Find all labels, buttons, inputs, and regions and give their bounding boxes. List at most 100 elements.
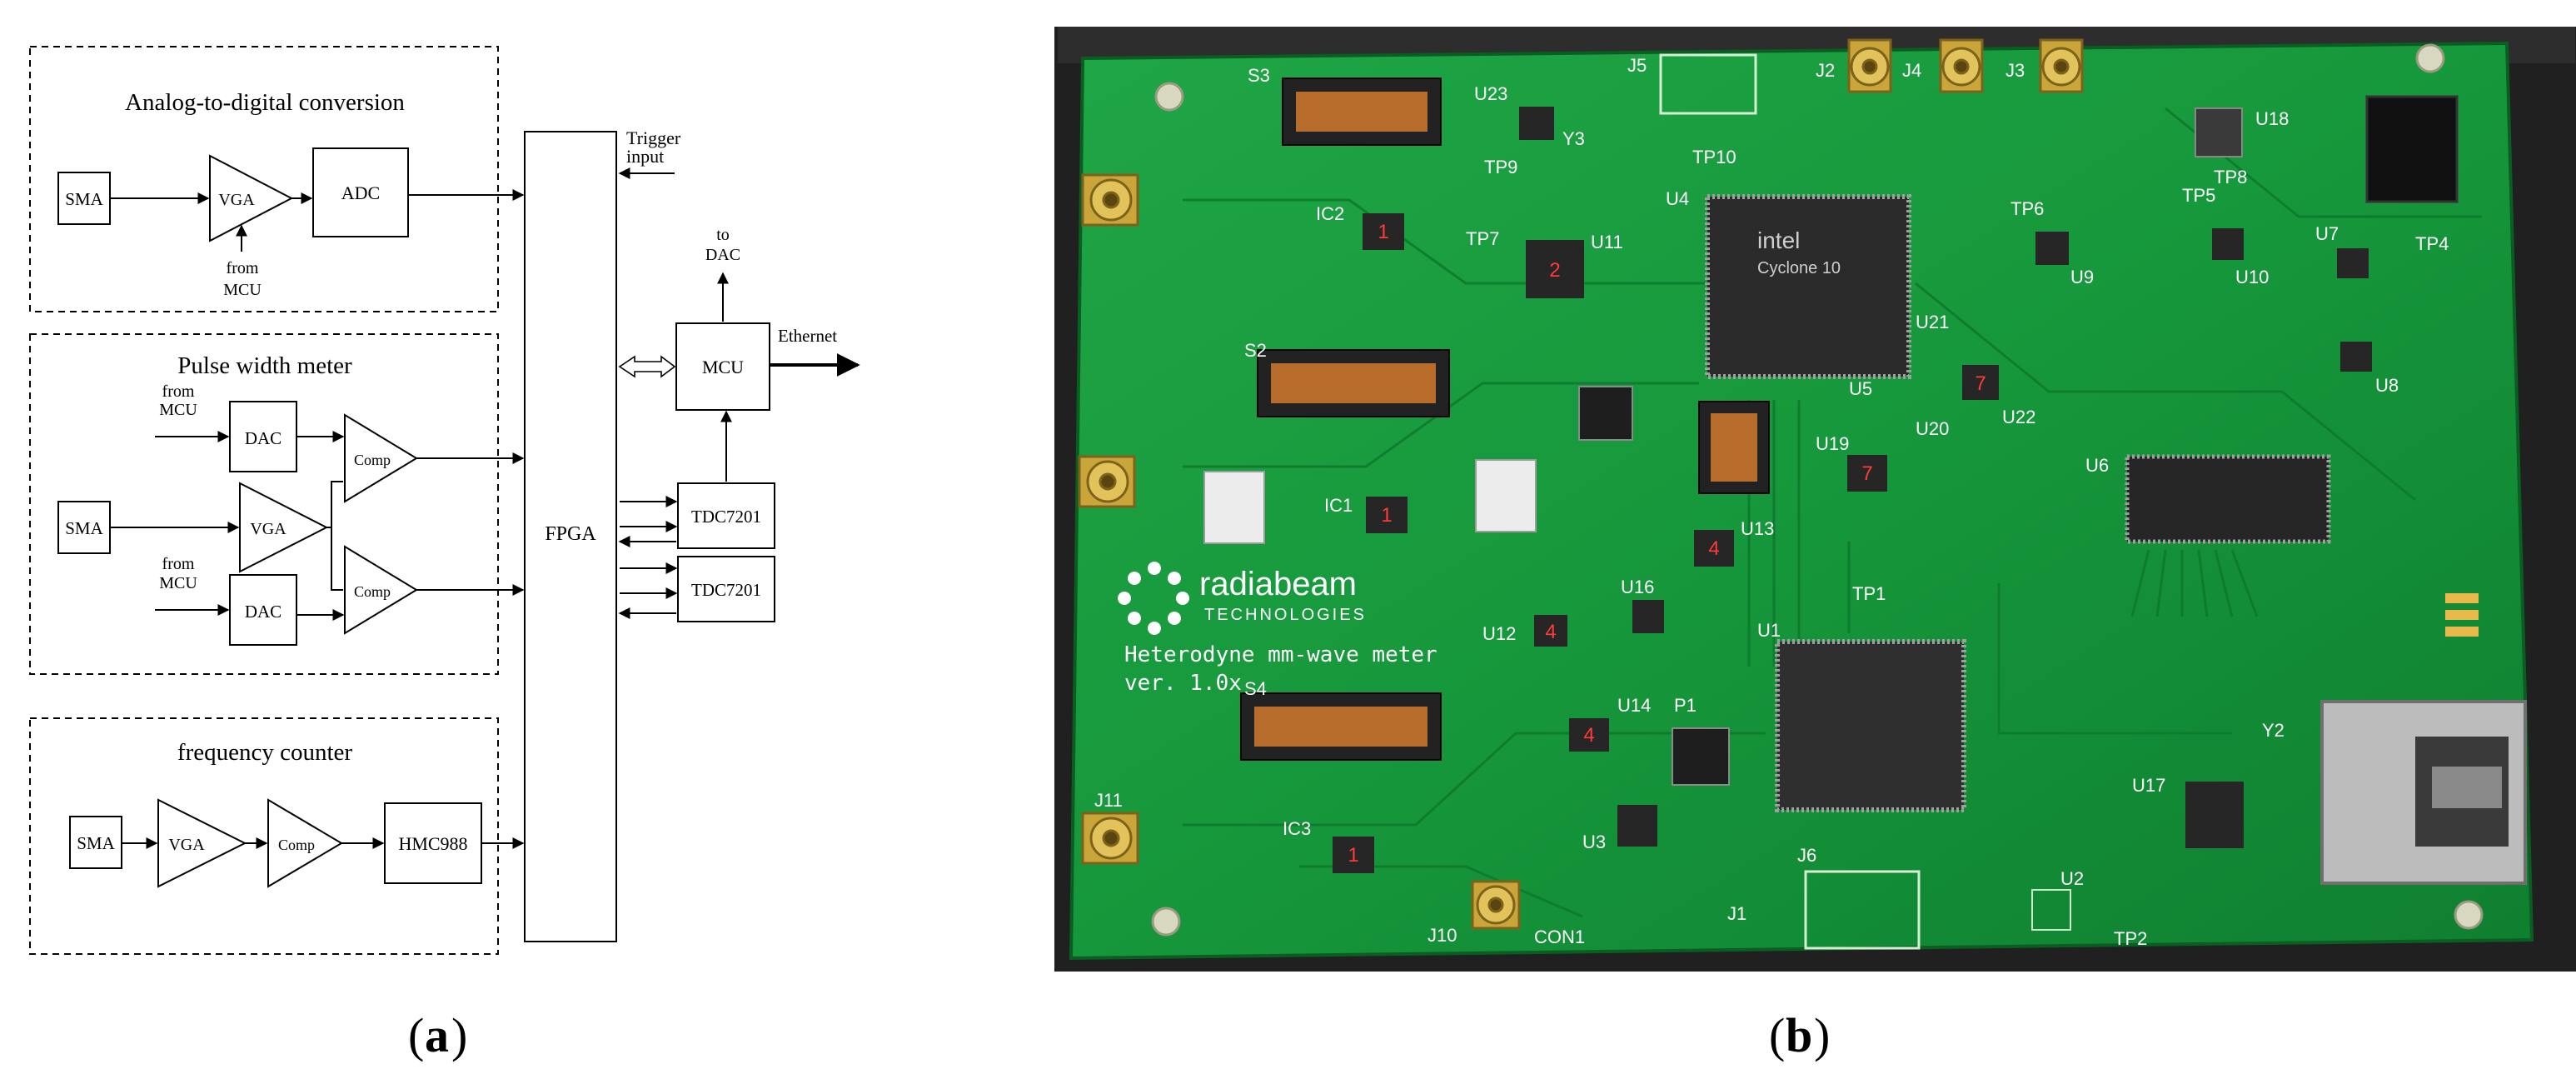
pushbutton-top [1578,386,1633,441]
comp-label-freq: Comp [278,837,315,853]
chip-u10 [2212,228,2244,260]
ethernet-label: Ethernet [778,326,837,346]
mark-u13: 4 [1708,537,1719,560]
ref-tp9: TP9 [1484,157,1517,177]
mcu-chip-u1 [1775,639,1966,812]
ref-j2: J2 [1816,60,1835,81]
ref-p1: P1 [1674,695,1697,716]
trigger-label: Trigger [626,127,681,148]
brand-name: radiabeam [1199,566,1357,602]
chip-u3 [1617,805,1657,847]
comp-triangle-1 [344,413,418,503]
ref-ic3: IC3 [1283,818,1311,839]
mounting-holes [1151,43,2484,937]
comp-triangle-freq [267,798,343,888]
ref-tp1: TP1 [1852,583,1886,604]
wire-vga-comps [326,481,343,591]
adc-label: ADC [341,182,380,203]
power-jack [2365,95,2459,203]
fpga-chip-u4 [1705,194,1911,379]
ref-j4: J4 [1902,60,1921,81]
tdc7201-label-2: TDC7201 [691,580,761,600]
tdc7201-block-1 [677,482,775,549]
mark-ic3: 1 [1348,844,1358,867]
chip-ic2 [1363,213,1404,250]
vga-label-pwm: VGA [250,520,286,538]
product-name: Heterodyne mm-wave meter [1124,642,1437,667]
from-label-pwm-2: from [162,555,195,573]
mark-ic2: 1 [1378,221,1388,243]
captions: ( a ) ( b ) [408,1008,1830,1062]
chip-u13 [1694,530,1734,567]
ref-j1: J1 [1727,903,1746,924]
ref-s2: S2 [1244,340,1267,361]
ref-u23: U23 [1474,83,1507,104]
ref-u16: U16 [1621,577,1654,597]
chip-markings: 1 2 1 1 4 4 4 7 7 [1348,221,1986,867]
to-label: to [716,226,730,244]
ref-u14: U14 [1617,695,1651,716]
ethernet-port-slot [2432,767,2502,808]
ref-u21: U21 [1916,312,1949,332]
sma-connector-j11 [1081,812,1139,865]
caption-b-letter: b [1786,1008,1812,1062]
ref-u2: U2 [2060,868,2084,889]
mount-hole-tl [1154,82,1184,112]
ref-u3: U3 [1582,832,1606,852]
status-leds [2445,593,2479,637]
mark-u14: 4 [1583,724,1594,747]
sma-connector-j2 [1847,38,1892,93]
dac-block-2 [229,574,297,646]
ref-tp10: TP10 [1692,147,1736,167]
ref-s3: S3 [1248,65,1270,86]
bus-fpga-mcu [618,355,676,378]
ref-j3: J3 [2005,60,2025,81]
chip-u12 [1534,615,1567,647]
ref-u5: U5 [1849,378,1872,399]
chip-u8 [2340,342,2372,372]
section-freq-box [29,717,499,955]
ref-u8: U8 [2375,375,2399,396]
ref-j5: J5 [1627,55,1647,76]
fpga-cyclone-marking: Cyclone 10 [1757,259,1841,277]
ref-con1: CON1 [1534,927,1585,947]
mark-ic1: 1 [1381,504,1392,527]
header-j5 [1659,53,1757,115]
ref-s4: S4 [1244,678,1267,699]
tdc7201-label-1: TDC7201 [691,507,761,527]
ref-j6: J6 [1797,845,1816,866]
inductor-u18 [2195,107,2243,157]
ref-u4: U4 [1666,188,1689,209]
section-pwm-title: Pulse width meter [177,352,352,379]
sma-connectors [1078,38,2084,930]
panel-a-block-diagram: Analog-to-digital conversion Pulse width… [29,46,860,955]
chip-u23 [1519,107,1554,140]
fpga-label: FPGA [545,523,596,545]
from-label-pwm-1: from [162,382,195,401]
chip-u16 [1632,600,1664,633]
ref-u6: U6 [2085,455,2109,476]
mcu-label: MCU [702,357,744,377]
ics [1333,53,2372,950]
sma-label-adc: SMA [65,189,103,209]
section-adc-title: Analog-to-digital conversion [125,89,405,116]
sma-connector-j10 [1471,880,1521,930]
ref-u20: U20 [1916,418,1949,439]
dip-switch-s4 [1240,692,1442,761]
pushbutton-p1 [1672,727,1730,786]
dip-switches [1240,77,1770,761]
mark-u11: 2 [1549,259,1560,282]
ref-u1: U1 [1757,620,1781,641]
ref-y3: Y3 [1562,128,1585,149]
chip-u11 [1526,240,1584,298]
ref-tp2: TP2 [2114,928,2147,949]
mark-u22: 7 [1975,372,1986,395]
sma-label-freq: SMA [77,833,115,853]
mount-hole-br [2454,900,2484,930]
dac-label-2: DAC [245,602,282,622]
chip-ic1 [1366,497,1408,533]
panel-b-pcb-photo: 1 2 1 1 4 4 4 7 7 intel Cyclone 10 radia… [1054,27,2576,972]
dip-switch-s2 [1257,349,1450,417]
memory-chip-u6 [2125,454,2331,544]
